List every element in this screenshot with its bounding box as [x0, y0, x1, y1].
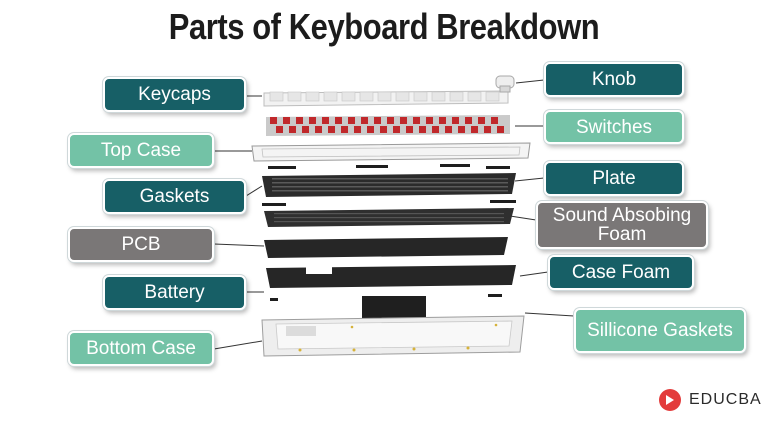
sound-foam-layer: [264, 208, 514, 227]
brand-name: EDUCBA: [689, 391, 762, 408]
label-case-foam: Case Foam: [548, 255, 694, 290]
educba-logo: EDUCBA: [657, 387, 762, 413]
label-keycaps: Keycaps: [103, 77, 246, 112]
knob: [495, 75, 515, 93]
label-sound-foam: Sound Absobing Foam: [536, 201, 708, 249]
pcb-layer: [264, 237, 508, 258]
label-pcb: PCB: [68, 227, 214, 262]
label-top-case: Top Case: [68, 133, 214, 168]
switches-layer: [266, 115, 510, 136]
gaskets-layer: [262, 164, 516, 206]
label-battery: Battery: [103, 275, 246, 310]
label-knob: Knob: [544, 62, 684, 97]
keycaps-layer: [263, 90, 509, 107]
plate-layer: [262, 173, 516, 197]
diagram-title: Parts of Keyboard Breakdown: [168, 6, 600, 47]
label-gaskets: Gaskets: [103, 179, 246, 214]
educba-logo-icon: [659, 389, 681, 411]
label-bottom-case: Bottom Case: [68, 331, 214, 366]
leader-lines: [213, 79, 575, 350]
case-foam-layer: [266, 265, 516, 301]
label-silicone-gaskets: Sillicone Gaskets: [574, 308, 746, 353]
top-case-layer: [251, 142, 531, 162]
label-switches: Switches: [544, 110, 684, 144]
bottom-case-layer: [261, 315, 525, 357]
label-plate: Plate: [544, 161, 684, 196]
